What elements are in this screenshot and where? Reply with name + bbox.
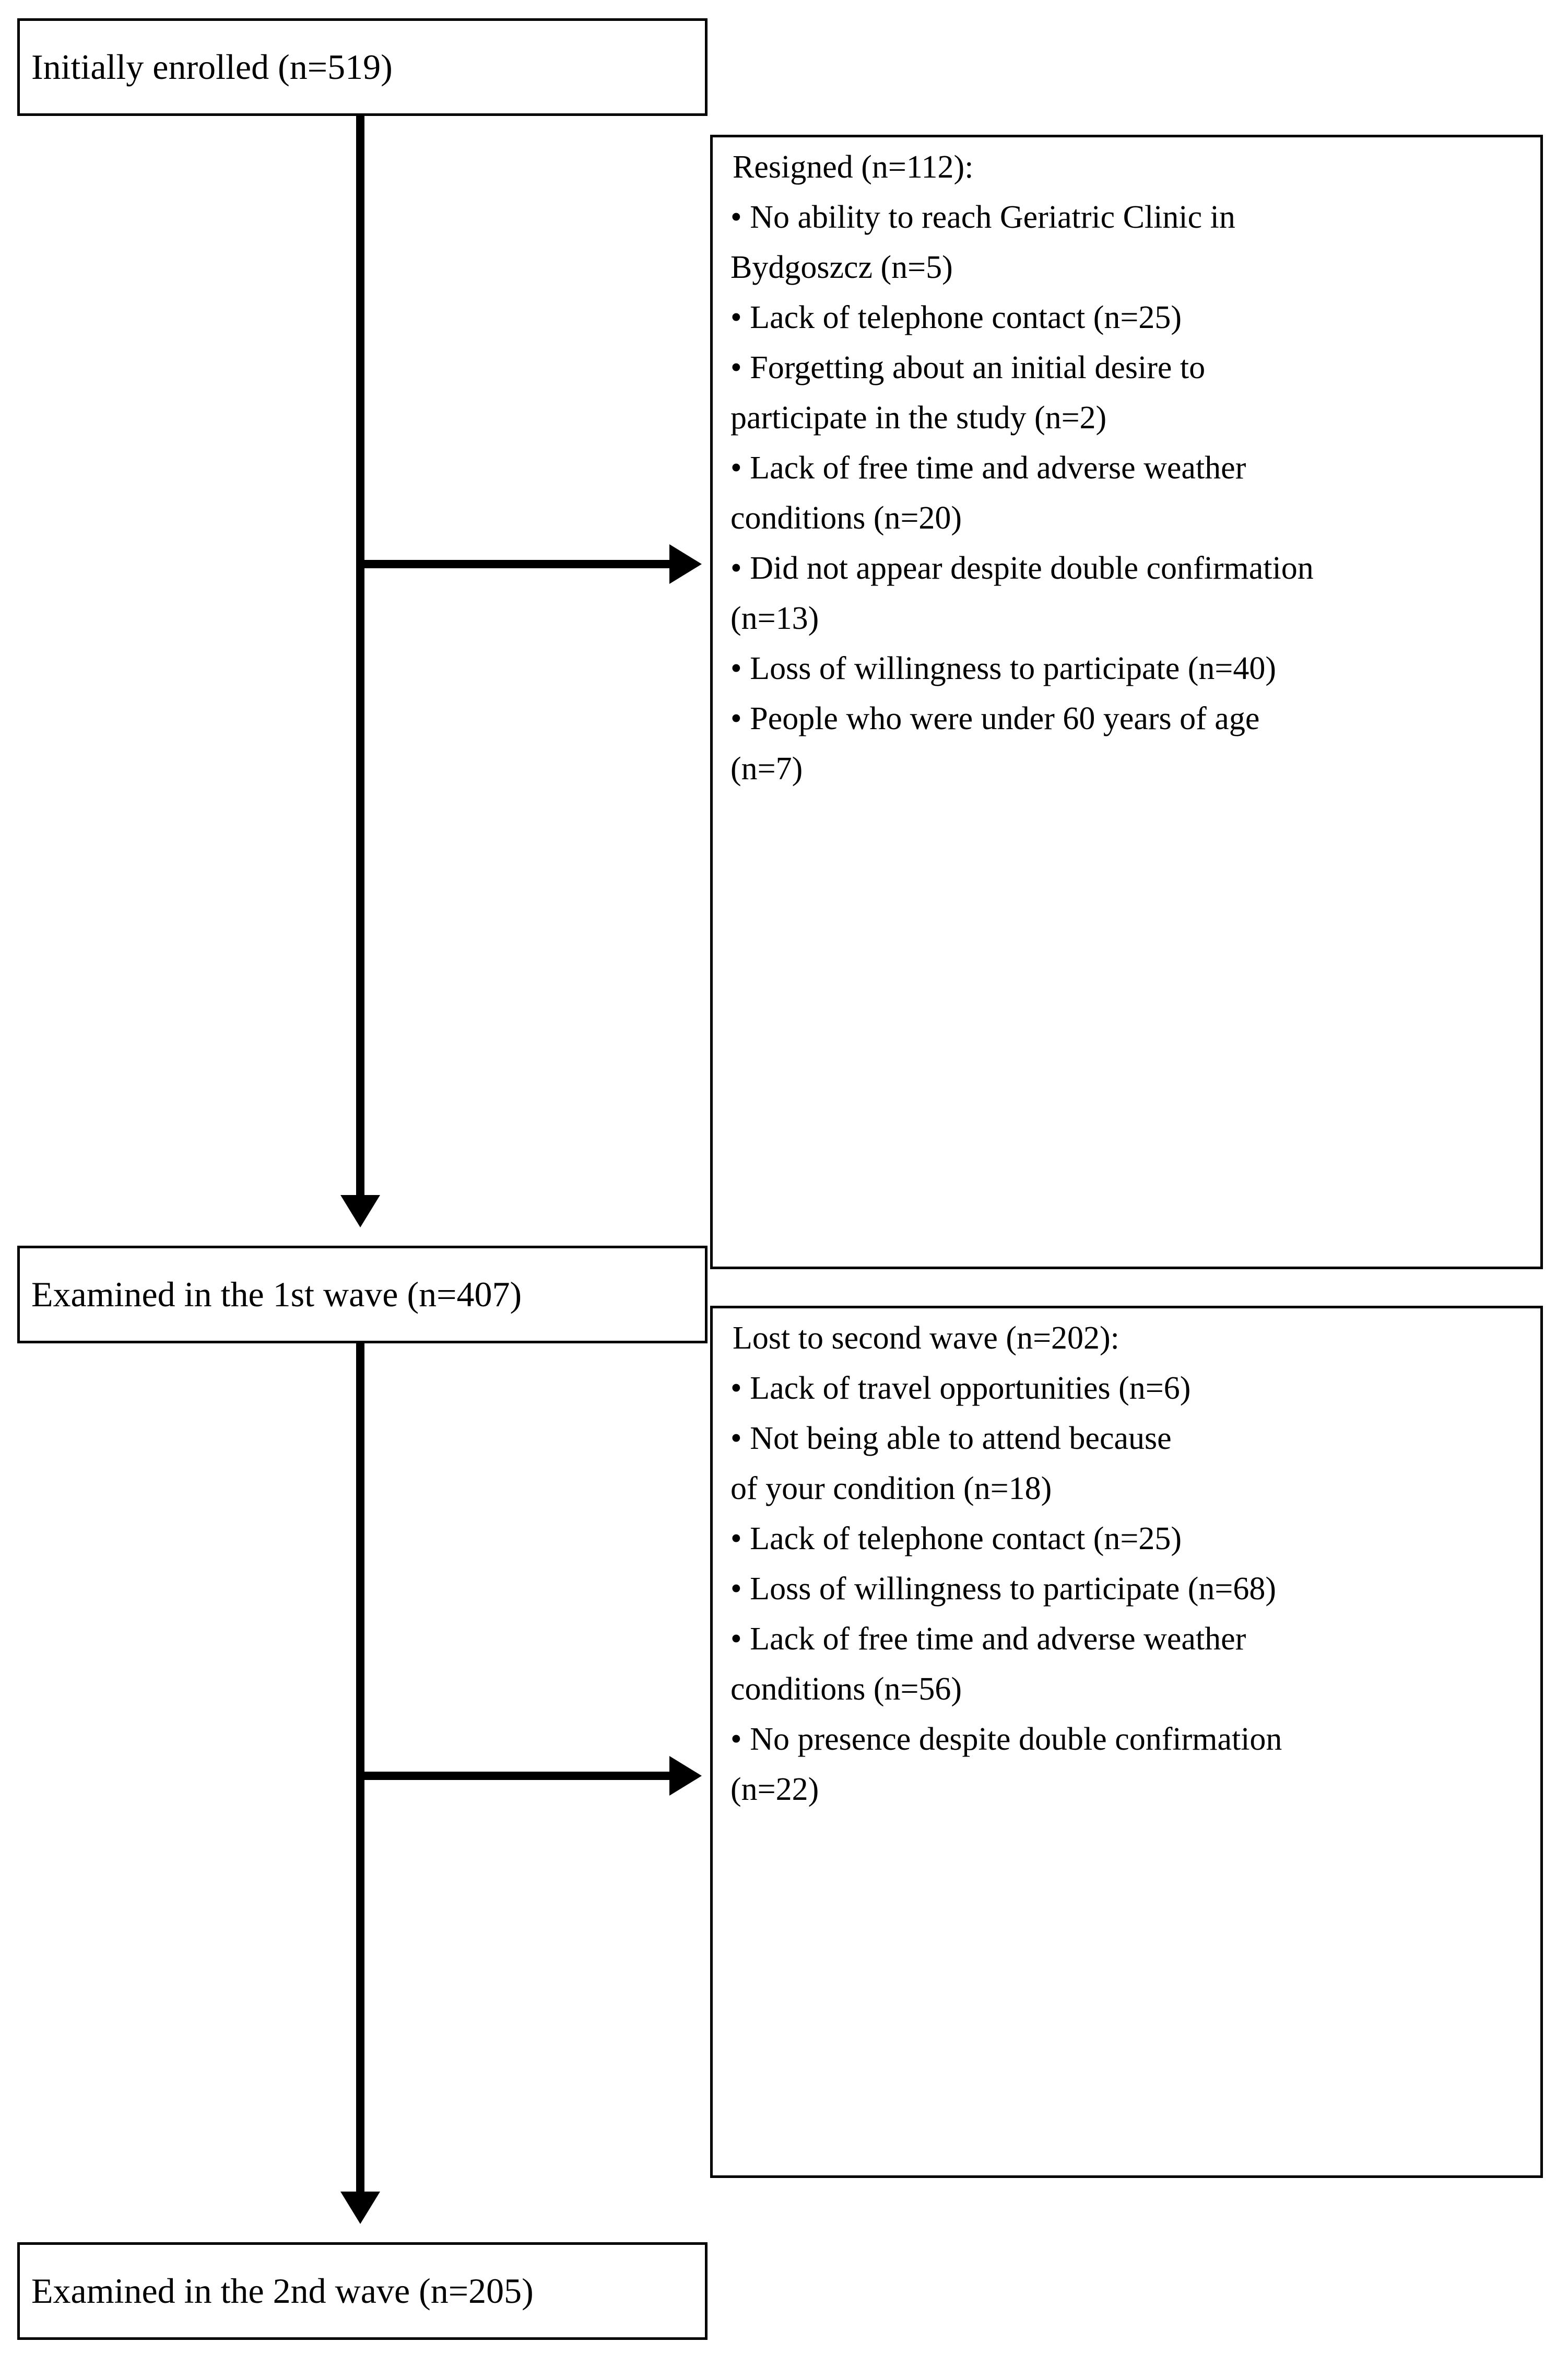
node-examined-first-wave: Examined in the 1st wave (n=407) — [17, 1246, 708, 1343]
panel-lost-second-wave-list: • Lack of travel opportunities (n=6) • N… — [730, 1354, 1525, 1806]
list-item: • Loss of willingness to participate (n=… — [730, 635, 1525, 685]
list-item: • Lack of telephone contact (n=25) — [730, 1505, 1525, 1555]
list-item: • No ability to reach Geriatric Clinic i… — [730, 183, 1525, 284]
list-item-line-1: • Not being able to attend because — [730, 1421, 1172, 1456]
list-item-line-1: • Loss of willingness to participate (n=… — [730, 651, 1277, 686]
list-item: • Forgetting about an initial desire to … — [730, 334, 1525, 434]
list-item-line-2: participate in the study (n=2) — [730, 400, 1107, 436]
list-item: • Lack of free time and adverse weather … — [730, 1605, 1525, 1705]
list-item-line-2: (n=7) — [730, 751, 803, 787]
spacer — [730, 1705, 1525, 1723]
spacer — [730, 1404, 1525, 1422]
list-item-line-2: conditions (n=56) — [730, 1671, 962, 1707]
node-initially-enrolled-label: Initially enrolled (n=519) — [31, 47, 393, 87]
spacer — [730, 1605, 1525, 1623]
list-item-line-1: • Loss of willingness to participate (n=… — [730, 1571, 1277, 1607]
spacer — [730, 635, 1525, 652]
list-item: • People who were under 60 years of age … — [730, 685, 1525, 785]
node-examined-first-wave-label: Examined in the 1st wave (n=407) — [31, 1274, 522, 1315]
spacer — [730, 183, 1525, 201]
connector-line-to-lost-second-wave — [356, 1772, 669, 1780]
arrow-down-to-wave1 — [340, 1195, 380, 1227]
connector-line-enrolled-to-wave1 — [356, 116, 364, 1197]
list-item-line-1: • Lack of free time and adverse weather — [730, 450, 1246, 486]
spacer — [730, 534, 1525, 552]
arrow-right-to-resigned — [669, 544, 702, 584]
panel-resigned-title: Resigned (n=112): — [733, 149, 974, 185]
node-examined-second-wave: Examined in the 2nd wave (n=205) — [17, 2242, 708, 2340]
list-item-line-1: • Lack of travel opportunities (n=6) — [730, 1371, 1191, 1406]
list-item: • Did not appear despite double confirma… — [730, 534, 1525, 635]
list-item: • Loss of willingness to participate (n=… — [730, 1555, 1525, 1605]
spacer — [730, 233, 1525, 251]
list-item: • Lack of telephone contact (n=25) — [730, 284, 1525, 334]
spacer — [730, 484, 1525, 502]
spacer — [730, 434, 1525, 452]
list-item: • No presence despite double confirmatio… — [730, 1705, 1525, 1806]
list-item-line-1: • Did not appear despite double confirma… — [730, 551, 1314, 586]
spacer — [730, 735, 1525, 753]
arrow-right-to-lost-second-wave — [669, 1756, 702, 1796]
spacer — [730, 284, 1525, 301]
panel-lost-second-wave-title: Lost to second wave (n=202): — [733, 1320, 1119, 1356]
list-item-line-1: • No presence despite double confirmatio… — [730, 1721, 1282, 1757]
node-initially-enrolled: Initially enrolled (n=519) — [17, 18, 708, 116]
panel-resigned-list: • No ability to reach Geriatric Clinic i… — [730, 183, 1525, 785]
spacer — [730, 1455, 1525, 1472]
panel-resigned: Resigned (n=112): • No ability to reach … — [710, 135, 1543, 1269]
spacer — [730, 584, 1525, 602]
list-item-line-1: • Forgetting about an initial desire to — [730, 350, 1206, 385]
list-item: • Not being able to attend because of yo… — [730, 1404, 1525, 1505]
list-item: • Lack of travel opportunities (n=6) — [730, 1354, 1525, 1404]
arrow-down-to-wave2 — [340, 2192, 380, 2224]
spacer — [730, 334, 1525, 352]
list-item-line-1: • Lack of telephone contact (n=25) — [730, 300, 1182, 335]
list-item-line-1: • People who were under 60 years of age — [730, 701, 1260, 736]
list-item-line-1: • Lack of free time and adverse weather — [730, 1621, 1246, 1657]
list-item-line-1: • Lack of telephone contact (n=25) — [730, 1521, 1182, 1556]
list-item-line-2: Bydgoszcz (n=5) — [730, 250, 953, 285]
spacer — [730, 1755, 1525, 1773]
list-item-line-2: of your condition (n=18) — [730, 1471, 1052, 1506]
list-item-line-2: (n=13) — [730, 601, 819, 636]
spacer — [730, 685, 1525, 702]
list-item-line-2: conditions (n=20) — [730, 500, 962, 536]
list-item-line-2: (n=22) — [730, 1772, 819, 1807]
panel-lost-second-wave: Lost to second wave (n=202): • Lack of t… — [710, 1306, 1543, 2178]
list-item: • Lack of free time and adverse weather … — [730, 434, 1525, 534]
connector-line-wave1-to-wave2 — [356, 1343, 364, 2194]
spacer — [730, 1505, 1525, 1523]
spacer — [730, 1655, 1525, 1673]
node-examined-second-wave-label: Examined in the 2nd wave (n=205) — [31, 2271, 534, 2311]
spacer — [730, 1354, 1525, 1372]
spacer — [730, 1555, 1525, 1573]
spacer — [730, 384, 1525, 402]
connector-line-to-resigned — [356, 560, 669, 568]
list-item-line-1: • No ability to reach Geriatric Clinic i… — [730, 200, 1235, 235]
